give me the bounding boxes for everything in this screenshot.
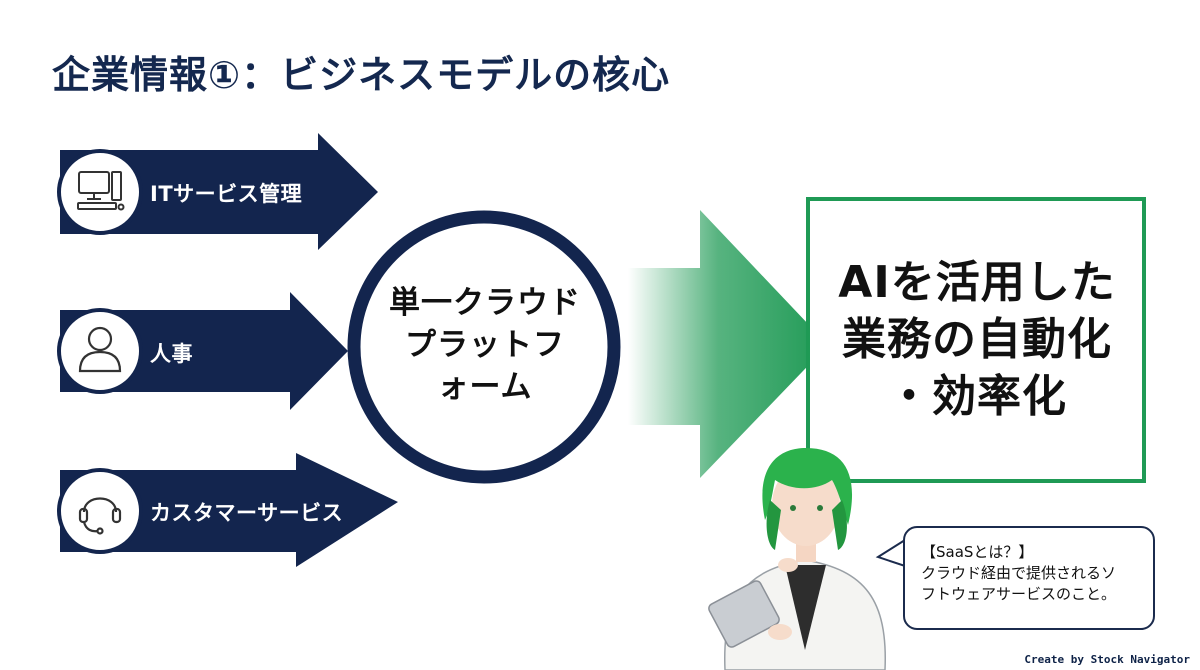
result-label-line3: ・効率化 [887,371,1067,422]
person-icon [78,326,122,373]
hub-label-line1: 単一クラウド [389,285,581,321]
headset-icon-badge [57,468,143,554]
computer-icon [77,171,125,211]
bubble-line1: クラウド経由で提供されるソ [921,564,1117,582]
bubble-line2: フトウェアサービスのこと。 [921,585,1117,603]
credit-text: Create by Stock Navigator [1024,653,1190,666]
bubble-heading: 【SaaSとは？】 [921,543,1034,561]
result-label-line2: 業務の自動化 [842,314,1112,365]
input-arrow-it [60,133,378,250]
speech-bubble: 【SaaSとは？】 クラウド経由で提供されるソ フトウェアサービスのこと。 [903,526,1155,630]
result-label: AIを活用した 業務の自動化 ・効率化 [812,254,1142,425]
input-label-cs: カスタマーサービス [150,501,344,525]
character-illustration [708,448,886,670]
speech-bubble-tail [875,538,906,568]
input-arrow-cs [60,453,398,567]
page-title: 企業情報①：ビジネスモデルの核心 [52,53,671,97]
hub-label: 単一クラウド プラットフ ォーム [370,282,600,408]
result-box [806,197,1146,483]
output-arrow [628,210,828,478]
platform-hub-circle [347,210,621,484]
input-label-hr: 人事 [150,342,193,366]
headset-icon [78,497,122,535]
result-label-line1: AIを活用した [838,257,1116,308]
hub-label-line2: プラットフ [405,327,565,363]
input-label-it: ITサービス管理 [150,182,303,206]
hub-label-line3: ォーム [437,369,533,405]
input-arrow-hr [60,292,348,410]
